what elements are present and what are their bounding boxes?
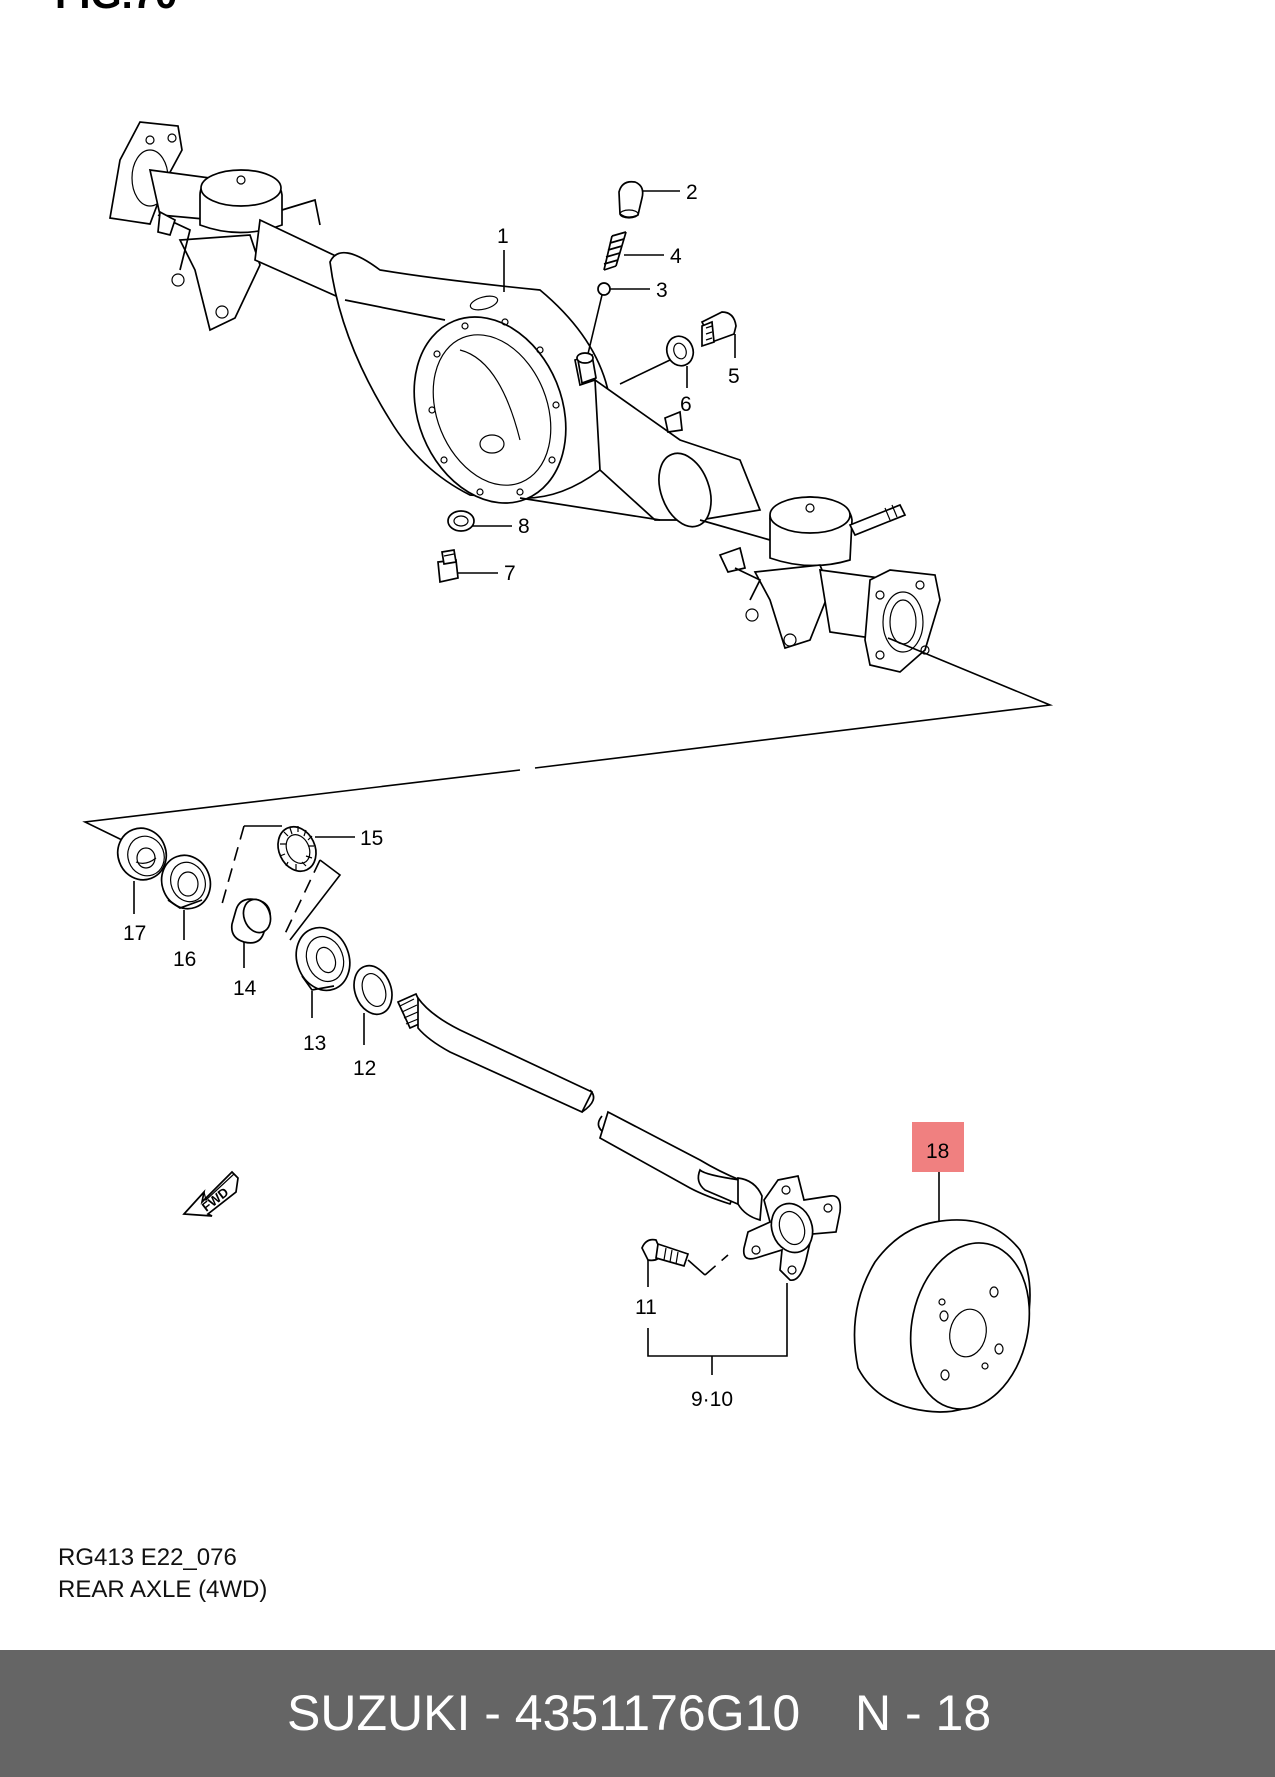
oil-seal-17: [116, 827, 168, 881]
callout-15: 15: [360, 827, 383, 850]
bearing-13: [295, 926, 351, 992]
callout-18-highlight: [912, 1122, 964, 1172]
callout-9-10: 9·10: [691, 1388, 733, 1411]
figure-label: FIG.70: [55, 0, 177, 17]
abs-ring-15: [277, 825, 317, 873]
callout-3: 3: [656, 279, 668, 302]
bolt-7: [437, 549, 459, 584]
callout-2: 2: [686, 181, 698, 204]
retainer-ring-12: [353, 964, 393, 1016]
axle-shaft: [396, 992, 763, 1222]
diagram-title: REAR AXLE (4WD): [58, 1576, 268, 1603]
callout-11: 11: [635, 1296, 657, 1319]
axle-hub-flange: [742, 1175, 842, 1281]
drain-plug: [700, 311, 737, 348]
fwd-arrow-icon: FWD: [182, 1170, 239, 1217]
callout-12: 12: [353, 1057, 376, 1080]
callout-5: 5: [728, 365, 740, 388]
callout-1: 1: [497, 225, 509, 248]
callout-8: 8: [518, 515, 530, 538]
breather-cap: [618, 180, 644, 219]
axle-housing: [109, 121, 941, 673]
callout-6: 6: [680, 393, 692, 416]
breather-hose-fitting: [576, 352, 597, 385]
steel-ball: [597, 282, 611, 296]
wheel-stud-11: [641, 1238, 690, 1268]
parts-diagram: FIG.70: [55, 0, 1054, 1413]
callout-4: 4: [670, 245, 682, 268]
brake-drum: [853, 1219, 1031, 1413]
callout-16: 16: [173, 948, 196, 971]
footer-part-number: SUZUKI - 4351176G10: [287, 1685, 801, 1741]
spring: [603, 231, 627, 271]
footer-bar: SUZUKI - 4351176G10 N - 18: [0, 1650, 1275, 1777]
callout-17: 17: [123, 922, 146, 945]
callout-7: 7: [504, 562, 516, 585]
spacer-14: [230, 898, 272, 944]
bearing-16: [160, 854, 212, 910]
callout-14: 14: [233, 977, 257, 1000]
diagram-code: RG413 E22_076: [58, 1544, 237, 1571]
gasket-8: [447, 510, 475, 532]
footer-reference: N - 18: [855, 1685, 992, 1741]
callout-13: 13: [303, 1032, 326, 1055]
gasket-6: [665, 335, 695, 367]
callout-18: 18: [926, 1140, 949, 1163]
